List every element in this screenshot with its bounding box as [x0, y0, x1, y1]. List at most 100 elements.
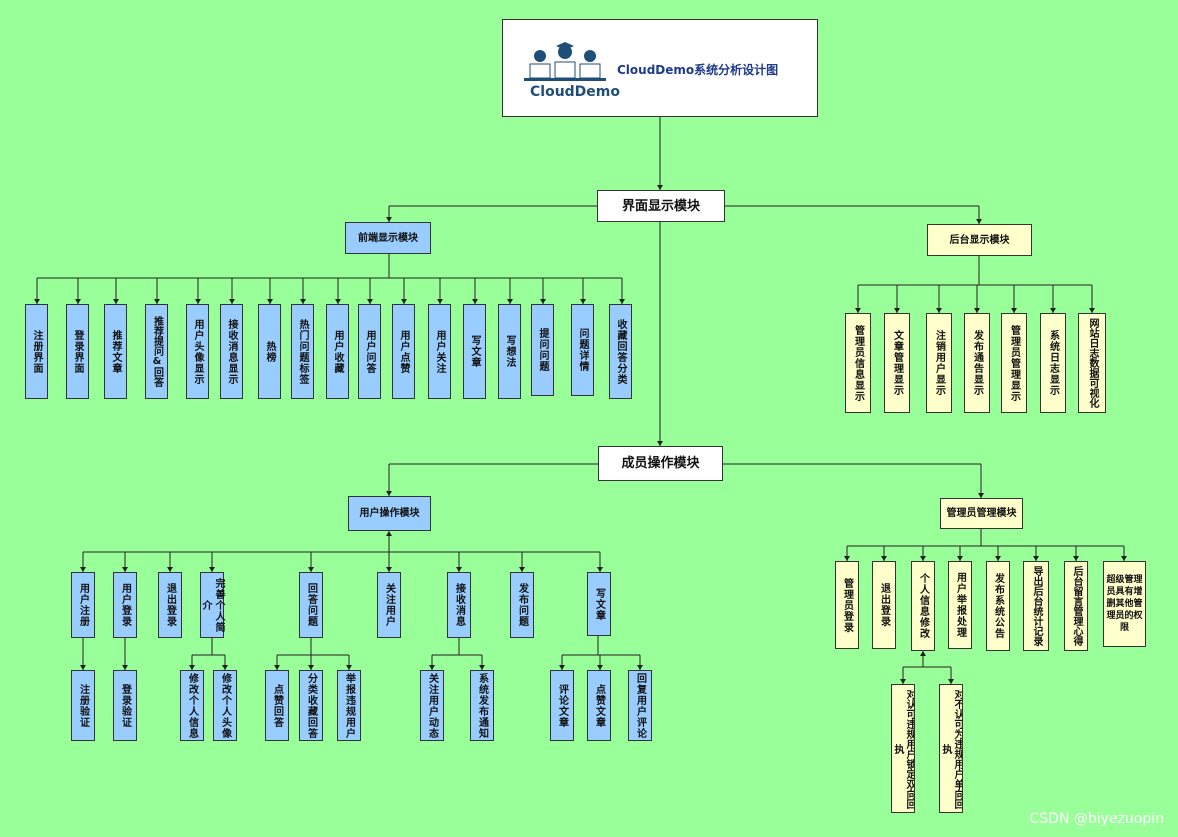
admin-op-item: 后台留言管理心得: [1064, 561, 1088, 651]
user-op-item: 回答问题: [299, 572, 323, 638]
frontend-item: 提问问题: [531, 304, 554, 396]
frontend-item: 用户关注: [428, 304, 451, 399]
arrowhead: [75, 299, 81, 304]
arrowhead: [559, 665, 565, 670]
diagram-title: CloudDemo系统分析设计图: [617, 63, 779, 77]
frontend-item: 推荐提问&回答: [145, 304, 168, 399]
frontend-item: 用户收藏: [326, 304, 349, 399]
arrowhead: [580, 299, 586, 304]
arrowhead: [386, 567, 392, 572]
arrowhead: [209, 567, 215, 572]
arrowhead: [519, 567, 525, 572]
arrowhead: [300, 299, 306, 304]
backend-module-node: 后台显示模块: [927, 224, 1032, 256]
frontend-item: 问题详情: [571, 304, 594, 396]
user-sub-item: 分类收藏回答: [299, 670, 323, 741]
frontend-item: 热榜: [258, 304, 281, 399]
arrowhead: [855, 308, 861, 313]
user-ops-module-node: 用户操作模块: [348, 496, 431, 531]
arrowhead: [195, 299, 201, 304]
logo-icon: [524, 42, 606, 81]
user-sub-item: 点赞回答: [265, 670, 289, 741]
backend-item: 文章管理显示: [884, 313, 910, 413]
arrowhead: [34, 299, 40, 304]
arrowhead: [540, 299, 546, 304]
arrowhead: [957, 556, 963, 561]
admin-op-item: 用户举报处理: [948, 561, 972, 649]
display-module-node: 界面显示模块: [597, 190, 725, 222]
operation-module-node: 成员操作模块: [598, 446, 723, 481]
frontend-item: 热门问题标签: [291, 304, 314, 399]
user-op-item: 完善个人简介: [200, 572, 224, 638]
arrowhead: [386, 217, 392, 222]
arrowhead: [1073, 556, 1079, 561]
arrowhead: [367, 299, 373, 304]
user-op-item: 用户登录: [113, 572, 137, 638]
arrowhead: [995, 556, 1001, 561]
arrowhead: [167, 567, 173, 572]
arrowhead: [507, 299, 513, 304]
frontend-item: 收藏回答分类: [609, 304, 632, 399]
arrowhead: [154, 299, 160, 304]
arrowhead: [657, 441, 663, 446]
frontend-item: 用户头像显示: [186, 304, 209, 399]
arrowhead: [920, 556, 926, 561]
arrowhead: [948, 679, 954, 684]
user-sub-item: 登录验证: [113, 670, 137, 741]
user-op-item: 接收消息: [447, 572, 471, 638]
admin-op-item: 发布系统公告: [986, 561, 1010, 651]
arrowhead: [386, 491, 392, 496]
arrowhead: [619, 299, 625, 304]
arrowhead: [881, 556, 887, 561]
arrowhead: [900, 679, 906, 684]
backend-item: 网站日志数据可视化: [1078, 313, 1106, 413]
user-sub-item: 系统发布通知: [470, 670, 494, 741]
arrowhead: [976, 219, 982, 224]
arrowhead: [597, 665, 603, 670]
arrowhead: [122, 567, 128, 572]
arrowhead: [978, 493, 984, 498]
user-sub-item: 注册验证: [71, 670, 95, 741]
admin-sub-item: 对认可违规用户锁定双向回执: [891, 684, 915, 813]
arrowhead: [657, 185, 663, 190]
arrowhead: [113, 299, 119, 304]
arrowhead: [80, 665, 86, 670]
frontend-module-node: 前端显示模块: [345, 222, 431, 254]
arrowhead: [597, 567, 603, 572]
user-op-item: 发布问题: [510, 572, 534, 638]
arrowhead: [1121, 556, 1127, 561]
arrowhead: [80, 567, 86, 572]
frontend-item: 推荐文章: [104, 304, 127, 399]
user-sub-item: 修改个人信息: [180, 670, 204, 741]
arrowhead: [308, 567, 314, 572]
arrowhead: [274, 665, 280, 670]
backend-item: 系统日志显示: [1040, 313, 1066, 413]
user-sub-item: 评论文章: [550, 670, 574, 741]
arrowhead: [267, 299, 273, 304]
arrowhead: [386, 531, 392, 536]
arrowhead: [472, 299, 478, 304]
user-sub-item: 举报违规用户: [337, 670, 361, 741]
user-op-item: 写文章: [587, 572, 611, 636]
arrowhead: [122, 665, 128, 670]
arrowhead: [920, 651, 926, 656]
arrowhead: [479, 665, 485, 670]
arrowhead: [429, 665, 435, 670]
arrowhead: [974, 308, 980, 313]
arrowhead: [1089, 308, 1095, 313]
user-sub-item: 点赞文章: [587, 670, 611, 741]
arrowhead: [844, 556, 850, 561]
arrowhead: [308, 665, 314, 670]
user-op-item: 退出登录: [158, 572, 182, 638]
user-op-item: 关注用户: [377, 572, 401, 638]
arrowhead: [456, 567, 462, 572]
user-sub-item: 回复用户评论: [628, 670, 652, 741]
backend-item: 管理员信息显示: [845, 313, 871, 413]
arrowhead: [1011, 308, 1017, 313]
user-op-item: 用户注册: [71, 572, 95, 638]
admin-ops-module-node: 管理员管理模块: [940, 498, 1023, 529]
admin-op-item: 管理员登录: [835, 561, 859, 649]
backend-item: 注销用户显示: [926, 313, 952, 413]
admin-op-item: 个人信息修改: [911, 561, 935, 651]
arrowhead: [1033, 556, 1039, 561]
